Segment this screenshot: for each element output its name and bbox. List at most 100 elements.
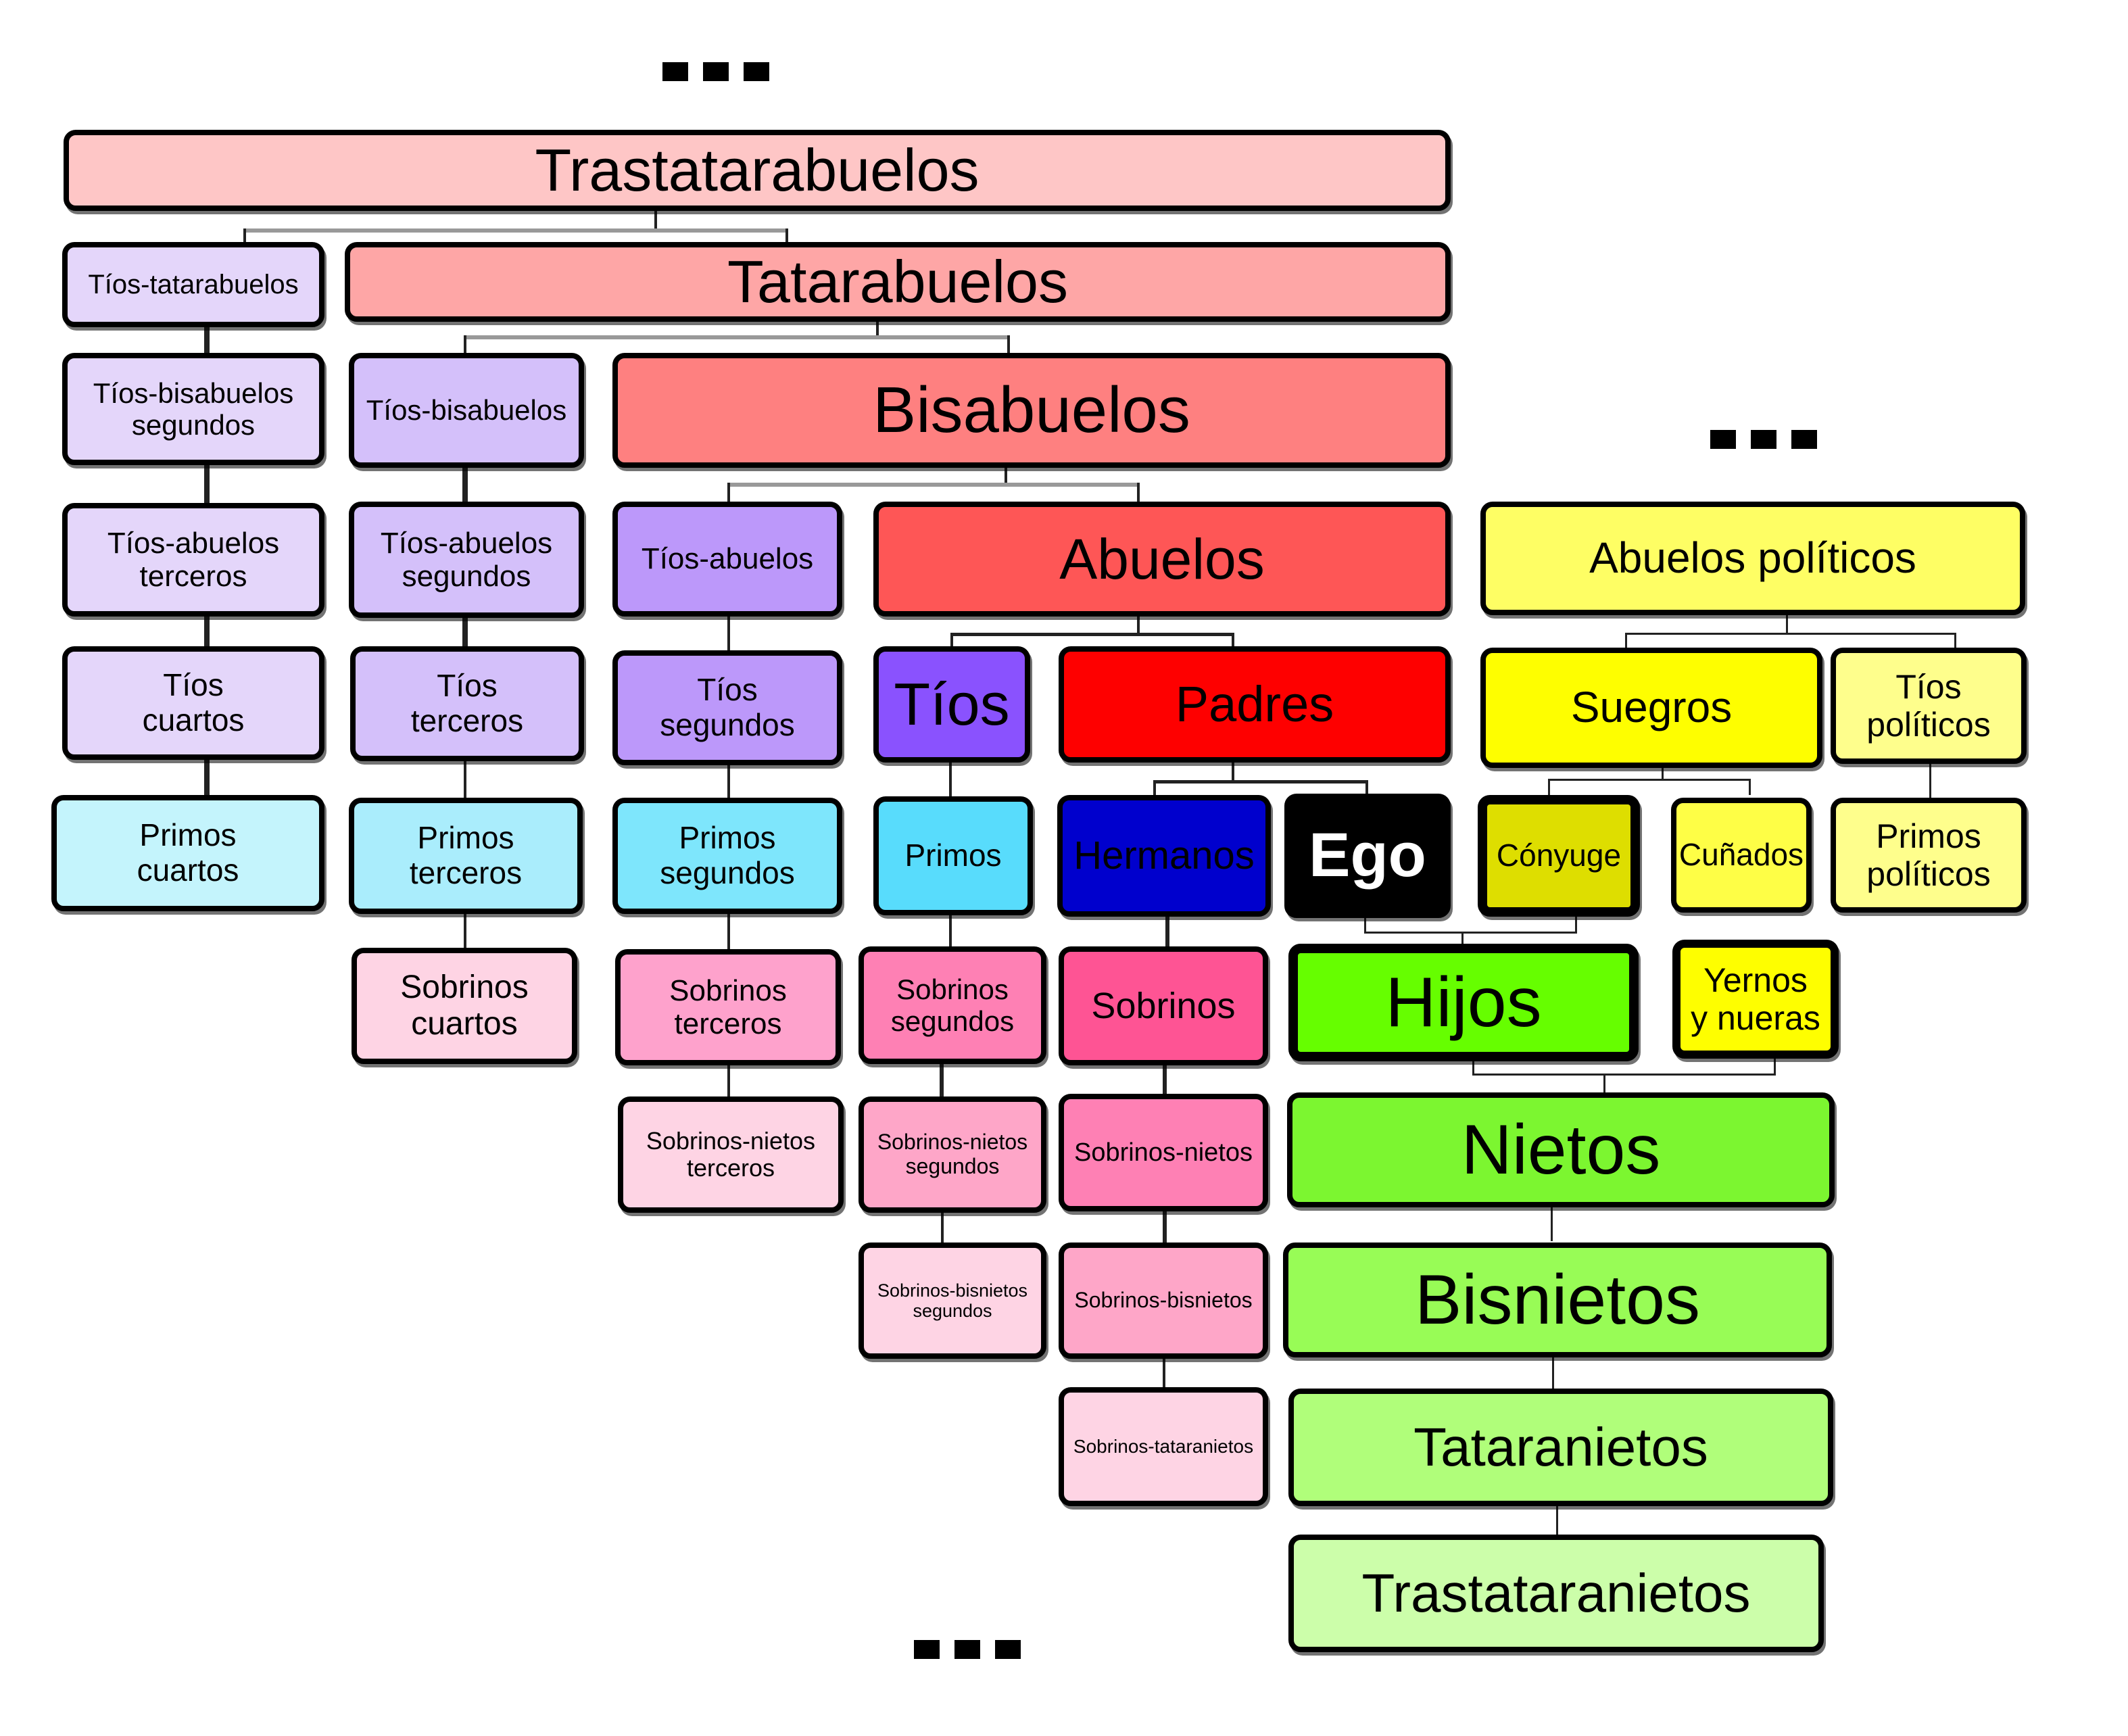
node-yernos-nueras: Yernos y nueras — [1672, 940, 1839, 1059]
connector — [1954, 633, 1956, 649]
node-label: Hermanos — [1073, 833, 1255, 877]
node-trastataranietos: Trastataranietos — [1288, 1535, 1824, 1652]
node-label: Tíos-tatarabuelos — [88, 269, 299, 299]
connector — [1461, 932, 1464, 946]
node-label: Tíos-bisabuelos — [366, 394, 567, 427]
node-label: Tíos — [894, 670, 1010, 738]
node-tios-bisabuelos: Tíos-bisabuelos — [349, 353, 584, 468]
connector — [1774, 1055, 1776, 1075]
connector — [1137, 615, 1140, 634]
node-primos-segundos: Primos segundos — [612, 798, 842, 914]
connector — [464, 335, 466, 353]
node-label: Ego — [1309, 821, 1426, 890]
node-label: Suegros — [1570, 683, 1733, 732]
connector — [1472, 1059, 1474, 1075]
connector — [727, 913, 730, 950]
connector — [1603, 1074, 1605, 1092]
connector — [1556, 1503, 1558, 1539]
node-label: Tíos-abuelos segundos — [380, 526, 553, 593]
node-label: Tíos segundos — [660, 672, 795, 742]
connector — [1163, 1356, 1165, 1390]
connector — [940, 1061, 944, 1099]
connector — [1929, 761, 1931, 799]
node-label: Tataranietos — [1413, 1417, 1708, 1478]
node-label: Primos terceros — [409, 820, 523, 890]
connector — [785, 228, 788, 246]
node-sobrinos-cuartos: Sobrinos cuartos — [352, 948, 577, 1064]
connector — [1625, 633, 1956, 635]
connector — [204, 462, 210, 506]
node-sobrinos-nietos-terceros: Sobrinos-nietos terceros — [618, 1096, 844, 1213]
node-sobrinos-segundos: Sobrinos segundos — [859, 946, 1046, 1064]
connector — [1163, 1060, 1167, 1098]
node-tios-cuartos: Tíos cuartos — [62, 646, 324, 760]
connector — [1786, 614, 1788, 634]
node-primos-terceros: Primos terceros — [349, 798, 583, 914]
node-label: Tíos políticos — [1866, 668, 1991, 744]
node-sobrinos-tataranietos: Sobrinos-tataranietos — [1059, 1387, 1268, 1506]
connector — [727, 763, 730, 799]
node-conyuge: Cónyuge — [1478, 795, 1640, 917]
node-label: Primos — [904, 838, 1002, 873]
connector — [1551, 1203, 1553, 1241]
connector — [204, 757, 210, 795]
node-label: Sobrinos-bisnietos segundos — [877, 1280, 1028, 1321]
node-tios-bisabuelos-segundos: Tíos-bisabuelos segundos — [62, 353, 324, 465]
connector — [1364, 917, 1366, 933]
node-hijos: Hijos — [1288, 944, 1639, 1061]
connector — [462, 615, 468, 648]
ellipsis-bottom — [914, 1640, 1021, 1659]
node-label: Tíos cuartos — [142, 667, 245, 738]
connector — [1163, 1206, 1167, 1244]
connector — [204, 326, 210, 354]
node-label: Cuñados — [1678, 837, 1804, 873]
node-label: Primos políticos — [1866, 817, 1991, 893]
connector — [1007, 335, 1010, 356]
connector — [1575, 917, 1577, 933]
connector — [1365, 780, 1368, 796]
node-label: Sobrinos-nietos segundos — [877, 1130, 1028, 1178]
connector — [1364, 932, 1577, 934]
node-tios-abuelos-terceros: Tíos-abuelos terceros — [62, 503, 324, 617]
node-sobrinos-bisnietos-segundos: Sobrinos-bisnietos segundos — [859, 1243, 1046, 1359]
connector — [1005, 466, 1007, 484]
node-label: Nietos — [1461, 1110, 1661, 1189]
connector — [243, 228, 788, 233]
node-label: Sobrinos cuartos — [400, 969, 529, 1042]
node-label: Hijos — [1385, 963, 1542, 1042]
node-sobrinos-bisnietos: Sobrinos-bisnietos — [1059, 1243, 1268, 1359]
connector — [1153, 780, 1368, 783]
node-label: Bisnietos — [1415, 1260, 1700, 1339]
node-tios: Tíos — [873, 646, 1030, 763]
node-label: Tíos-bisabuelos segundos — [93, 377, 294, 441]
node-suegros: Suegros — [1480, 648, 1822, 768]
node-label: Sobrinos-tataranietos — [1073, 1436, 1254, 1457]
node-label: Primos segundos — [660, 820, 795, 890]
node-label: Padres — [1175, 675, 1334, 732]
connector — [1472, 1074, 1776, 1076]
node-label: Primos cuartos — [137, 817, 239, 888]
node-tatarabuelos: Tatarabuelos — [345, 242, 1451, 322]
node-tios-abuelos: Tíos-abuelos — [612, 502, 842, 617]
node-bisnietos: Bisnietos — [1283, 1243, 1832, 1357]
connector — [1165, 915, 1169, 950]
ellipsis-top — [662, 62, 769, 81]
connector — [1548, 779, 1550, 795]
connector — [1749, 779, 1751, 795]
node-abuelos: Abuelos — [873, 502, 1451, 617]
node-cunados: Cuñados — [1671, 798, 1812, 913]
connector — [727, 615, 730, 652]
connector — [462, 468, 468, 503]
node-label: Yernos y nueras — [1691, 961, 1820, 1037]
connector — [950, 633, 1234, 636]
node-label: Sobrinos-nietos — [1073, 1138, 1253, 1167]
node-label: Abuelos — [1059, 527, 1265, 591]
connector — [1232, 763, 1234, 781]
node-label: Cónyuge — [1496, 838, 1622, 873]
connector — [727, 483, 730, 503]
connector — [1552, 1353, 1554, 1391]
connector — [243, 228, 246, 246]
node-primos: Primos — [873, 796, 1033, 915]
node-primos-politicos: Primos políticos — [1831, 798, 2027, 913]
connector — [727, 483, 1140, 487]
